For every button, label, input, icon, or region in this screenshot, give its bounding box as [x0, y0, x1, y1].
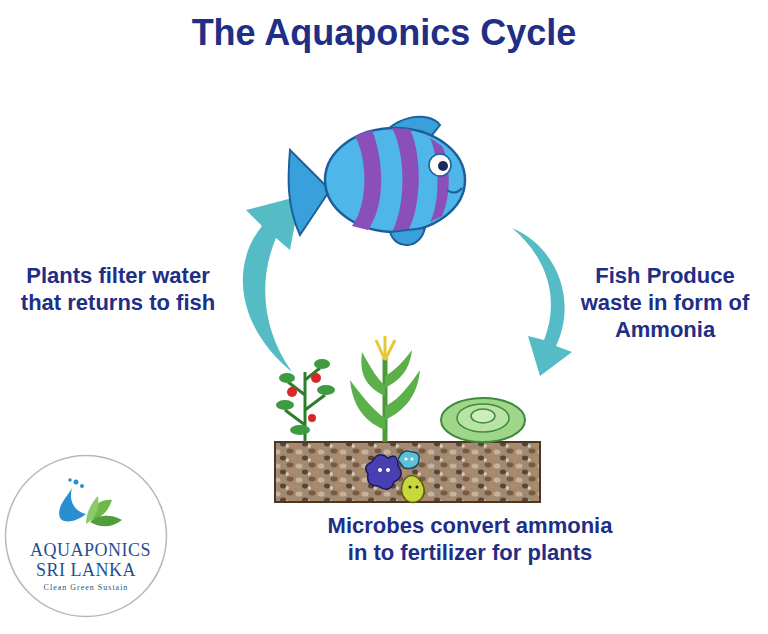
logo-brand: AQUAPONICS SRI LANKA	[30, 540, 142, 580]
stage-label: Plants filter water that returns to fish	[18, 262, 218, 316]
fish-illustration	[289, 117, 465, 245]
logo-tagline: Clean Green Sustain	[4, 583, 168, 592]
logo-outline	[4, 454, 168, 618]
corn-plant	[350, 336, 420, 442]
logo-text-group: AQUAPONICS SRI LANKA Clean Green Sustain	[4, 540, 168, 592]
logo-circle: AQUAPONICS SRI LANKA Clean Green Sustain	[4, 454, 168, 618]
stage-label: Microbes convert ammonia in to fertilize…	[325, 512, 615, 566]
cycle-arrow	[512, 228, 572, 376]
tomato-plant	[276, 359, 335, 442]
lettuce-plant	[441, 398, 525, 442]
stage-label: Fish Produce waste in form of Ammonia	[574, 262, 756, 343]
cycle-arrow	[243, 196, 300, 372]
diagram-title: The Aquaponics Cycle	[0, 12, 768, 54]
grow-bed	[275, 442, 540, 502]
microbes	[366, 451, 425, 503]
